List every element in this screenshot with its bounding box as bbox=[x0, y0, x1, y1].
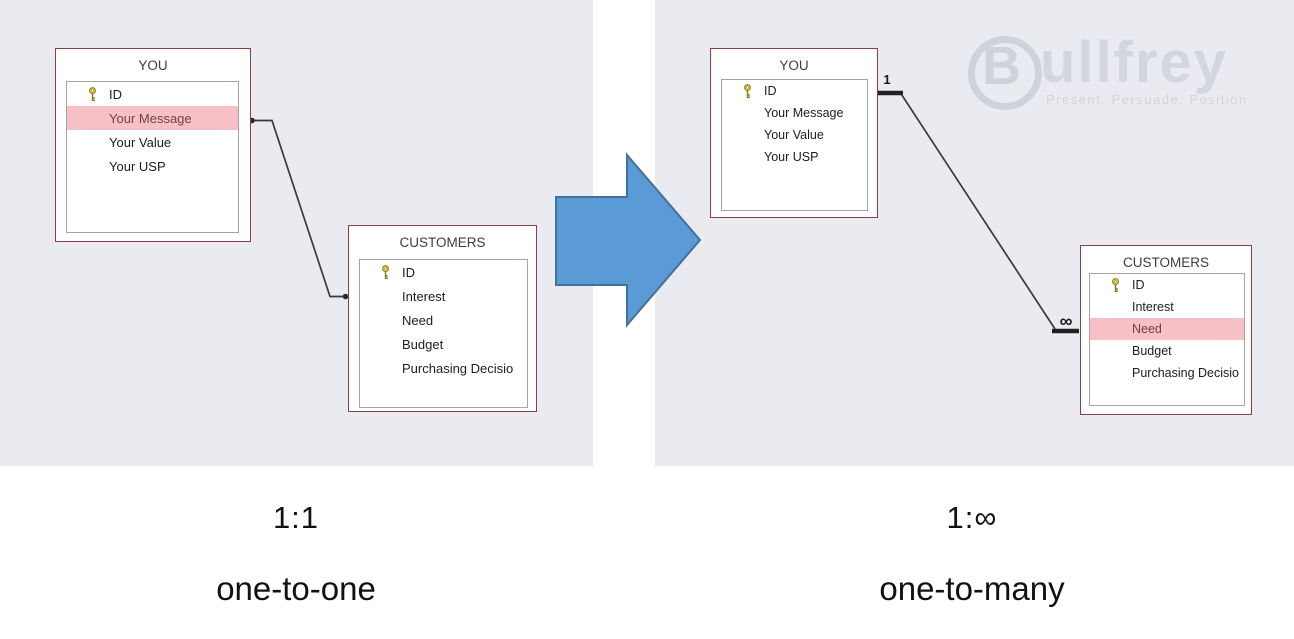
watermark-tagline: Present. Persuade. Position bbox=[1046, 92, 1248, 107]
field-name: Budget bbox=[402, 336, 444, 352]
field-row-your-value: Your Value bbox=[67, 130, 238, 154]
field-row-need: Need bbox=[1090, 318, 1244, 340]
watermark-brand-text: ullfrey bbox=[1040, 30, 1229, 95]
entity-table-customers-left: CUSTOMERS ID Interest Need Budget bbox=[348, 225, 537, 412]
field-name: Your Value bbox=[764, 128, 824, 142]
field-name: Budget bbox=[1132, 344, 1172, 358]
field-name: Purchasing Decisio bbox=[402, 360, 514, 376]
relation-ratio-label: 1:1 bbox=[272, 500, 320, 535]
primary-key-icon bbox=[87, 86, 109, 102]
entity-table-you-right: YOU ID Your Message Your Value Your USP bbox=[710, 48, 878, 218]
table-title: CUSTOMERS bbox=[399, 235, 486, 250]
watermark-initial: B bbox=[982, 36, 1021, 96]
field-name: ID bbox=[1132, 278, 1145, 292]
field-name: ID bbox=[402, 264, 415, 280]
table-title: CUSTOMERS bbox=[1122, 255, 1209, 270]
field-list: ID Your Message Your Value Your USP bbox=[66, 81, 239, 233]
field-list: ID Interest Need Budget Purchasing Decis… bbox=[359, 259, 528, 408]
field-name: Purchasing Decisio bbox=[1132, 366, 1239, 380]
field-row-your-message: Your Message bbox=[67, 106, 238, 130]
field-name: Your Value bbox=[109, 134, 172, 150]
field-list: ID Your Message Your Value Your USP bbox=[721, 79, 868, 211]
field-name: Interest bbox=[1132, 300, 1174, 314]
field-name: ID bbox=[109, 86, 122, 102]
field-row-budget: Budget bbox=[1090, 340, 1244, 362]
field-name: Need bbox=[1132, 322, 1162, 336]
relation-name-label: one-to-one bbox=[216, 570, 376, 607]
field-row-your-message: Your Message bbox=[722, 102, 867, 124]
field-name: ID bbox=[764, 84, 777, 98]
field-row-id: ID bbox=[722, 80, 867, 102]
field-row-purchasing-decision: Purchasing Decisio bbox=[360, 356, 527, 380]
field-row-your-value: Your Value bbox=[722, 124, 867, 146]
brand-watermark: B ullfrey Present. Persuade. Position bbox=[966, 30, 1294, 115]
caption-one-to-many: 1:∞ one-to-many bbox=[772, 500, 1172, 608]
field-name: Interest bbox=[402, 288, 446, 304]
field-row-your-usp: Your USP bbox=[722, 146, 867, 168]
field-name: Your Message bbox=[109, 110, 192, 126]
entity-table-customers-right: CUSTOMERS ID Interest Need Budget bbox=[1080, 245, 1252, 415]
primary-key-icon bbox=[742, 83, 764, 99]
field-list: ID Interest Need Budget Purchasing Decis… bbox=[1089, 273, 1245, 406]
relation-name-label: one-to-many bbox=[879, 570, 1065, 607]
field-name: Your USP bbox=[109, 158, 166, 174]
table-title: YOU bbox=[138, 58, 168, 73]
field-row-id: ID bbox=[1090, 274, 1244, 296]
field-row-id: ID bbox=[360, 260, 527, 284]
field-row-budget: Budget bbox=[360, 332, 527, 356]
relation-ratio-label: 1:∞ bbox=[946, 500, 998, 535]
field-row-interest: Interest bbox=[360, 284, 527, 308]
primary-key-icon bbox=[380, 264, 402, 280]
field-row-id: ID bbox=[67, 82, 238, 106]
field-row-your-usp: Your USP bbox=[67, 154, 238, 178]
primary-key-icon bbox=[1110, 277, 1132, 293]
table-title: YOU bbox=[779, 58, 809, 73]
entity-table-you-left: YOU ID Your Message Your Value Your USP bbox=[55, 48, 251, 242]
field-name: Need bbox=[402, 312, 434, 328]
caption-one-to-one: 1:1 one-to-one bbox=[96, 500, 496, 608]
field-row-need: Need bbox=[360, 308, 527, 332]
field-row-purchasing-decision: Purchasing Decisio bbox=[1090, 362, 1244, 384]
field-row-interest: Interest bbox=[1090, 296, 1244, 318]
field-name: Your Message bbox=[764, 106, 844, 120]
field-name: Your USP bbox=[764, 150, 819, 164]
